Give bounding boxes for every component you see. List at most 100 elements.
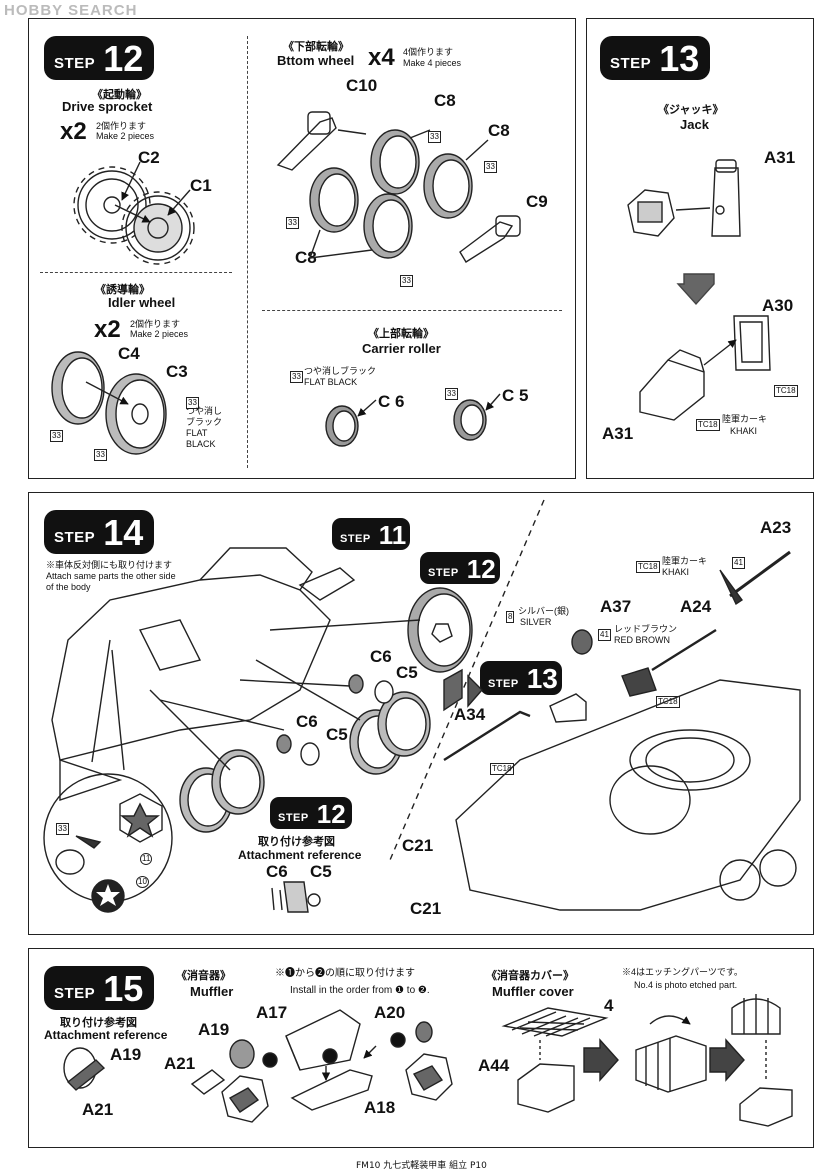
part-c4: C4 bbox=[118, 344, 140, 363]
pe-note-en: No.4 is photo etched part. bbox=[634, 980, 738, 990]
paint-number: TC18 bbox=[696, 419, 720, 431]
decal-number: 10 bbox=[136, 876, 149, 888]
drive-title-en: Drive sprocket bbox=[62, 99, 153, 114]
paint-number: 33 bbox=[484, 161, 497, 173]
part-c6: C6 bbox=[266, 862, 288, 881]
attach-ref-en: Attachment reference bbox=[238, 848, 362, 862]
part-c21: C21 bbox=[410, 899, 442, 918]
red-brown-jp: レッドブラウン bbox=[614, 624, 678, 634]
part-a44: A44 bbox=[478, 1056, 510, 1075]
watermark: HOBBY SEARCH bbox=[4, 2, 138, 19]
khaki-jp: 陸軍カーキ bbox=[662, 556, 708, 566]
part-c21: C21 bbox=[402, 836, 434, 855]
decal-number: 11 bbox=[140, 853, 153, 865]
part-c6: C 6 bbox=[378, 392, 405, 411]
part-c1: C1 bbox=[190, 176, 212, 195]
paint-number: 41 bbox=[598, 629, 611, 641]
idler-qty: x2 bbox=[94, 316, 121, 343]
part-a19: A19 bbox=[198, 1020, 230, 1039]
paint-number: 33 bbox=[400, 275, 413, 287]
paint-number: 33 bbox=[286, 217, 299, 229]
divider bbox=[247, 36, 248, 468]
paint-number: TC18 bbox=[490, 763, 514, 775]
step13-panel bbox=[586, 18, 814, 479]
bottom-title-jp: 《下部転輪》 bbox=[283, 40, 349, 53]
paint-number: 33 bbox=[428, 131, 441, 143]
part-a20: A20 bbox=[374, 1003, 406, 1022]
attach-ref-jp: 取り付け参考図 bbox=[60, 1016, 137, 1029]
divider bbox=[40, 272, 232, 273]
red-brown-en: RED BROWN bbox=[614, 635, 670, 645]
paint-number: TC18 bbox=[774, 385, 798, 397]
silver-en: SILVER bbox=[520, 617, 552, 627]
part-c8: C8 bbox=[295, 248, 317, 267]
idler-title-en: Idler wheel bbox=[108, 295, 176, 310]
bottom-make-en: Make 4 pieces bbox=[403, 58, 462, 68]
paint-number: 33 bbox=[56, 823, 69, 835]
order-note-jp: ※❶から❷の順に取り付けます bbox=[275, 968, 415, 979]
part-a21: A21 bbox=[82, 1100, 114, 1119]
part-a21: A21 bbox=[164, 1054, 196, 1073]
part-c10: C10 bbox=[346, 76, 378, 95]
part-c5: C5 bbox=[396, 663, 418, 682]
paint-number: 33 bbox=[290, 371, 303, 383]
paint-number: 33 bbox=[50, 430, 63, 442]
part-a23: A23 bbox=[760, 518, 792, 537]
note-jp: ※車体反対側にも取り付けます bbox=[46, 560, 173, 570]
jack-title-en: Jack bbox=[680, 117, 709, 132]
part-c6: C6 bbox=[370, 647, 392, 666]
page-footer: FM10 九七式軽装甲車 組立 P10 bbox=[356, 1161, 487, 1171]
attach-ref-jp: 取り付け参考図 bbox=[258, 835, 335, 848]
carrier-paint-en: FLAT BLACK bbox=[304, 377, 358, 387]
part-a34: A34 bbox=[454, 705, 486, 724]
paint-number: 8 bbox=[506, 611, 515, 623]
idler-make-en: Make 2 pieces bbox=[130, 329, 189, 339]
drive-make-en: Make 2 pieces bbox=[96, 131, 155, 141]
part-c6: C6 bbox=[296, 712, 318, 731]
attach-ref-en: Attachment reference bbox=[44, 1028, 168, 1042]
drive-qty: x2 bbox=[60, 118, 87, 145]
part-a19: A19 bbox=[110, 1045, 142, 1064]
part-a37: A37 bbox=[600, 597, 632, 616]
part-c8: C8 bbox=[488, 121, 510, 140]
part-c5: C 5 bbox=[502, 386, 529, 405]
cover-title-jp: 《消音器カバー》 bbox=[486, 969, 574, 982]
note-en: Attach same parts the other side bbox=[46, 571, 176, 581]
part-4: 4 bbox=[604, 996, 614, 1015]
drive-title-jp: 《起動輪》 bbox=[92, 88, 147, 101]
carrier-paint-jp: つや消しブラック bbox=[304, 366, 377, 376]
divider bbox=[262, 310, 562, 311]
part-c2: C2 bbox=[138, 148, 160, 167]
part-c5: C5 bbox=[310, 862, 332, 881]
khaki-jp: 陸軍カーキ bbox=[722, 414, 768, 424]
paint-number: TC18 bbox=[636, 561, 660, 573]
idler-title-jp: 《誘導輪》 bbox=[95, 283, 150, 296]
part-a24: A24 bbox=[680, 597, 712, 616]
muffler-title-en: Muffler bbox=[190, 984, 234, 999]
bottom-title-en: Bttom wheel bbox=[277, 53, 355, 68]
part-a31: A31 bbox=[602, 424, 634, 443]
bottom-qty: x4 bbox=[368, 44, 395, 71]
paint-number: 33 bbox=[94, 449, 107, 461]
drive-make-jp: 2個作ります bbox=[96, 121, 147, 131]
part-c8: C8 bbox=[434, 91, 456, 110]
carrier-title-jp: 《上部転輪》 bbox=[368, 327, 434, 340]
pe-note-jp: ※4はエッチングパーツです。 bbox=[622, 967, 743, 977]
part-a18: A18 bbox=[364, 1098, 396, 1117]
paint-number: 33 bbox=[186, 397, 199, 409]
khaki-en: KHAKI bbox=[662, 567, 690, 577]
khaki-en: KHAKI bbox=[730, 426, 758, 436]
paint-number: 41 bbox=[732, 557, 745, 569]
carrier-title-en: Carrier roller bbox=[362, 341, 441, 356]
idler-make-jp: 2個作ります bbox=[130, 319, 181, 329]
muffler-title-jp: 《消音器》 bbox=[176, 969, 231, 982]
